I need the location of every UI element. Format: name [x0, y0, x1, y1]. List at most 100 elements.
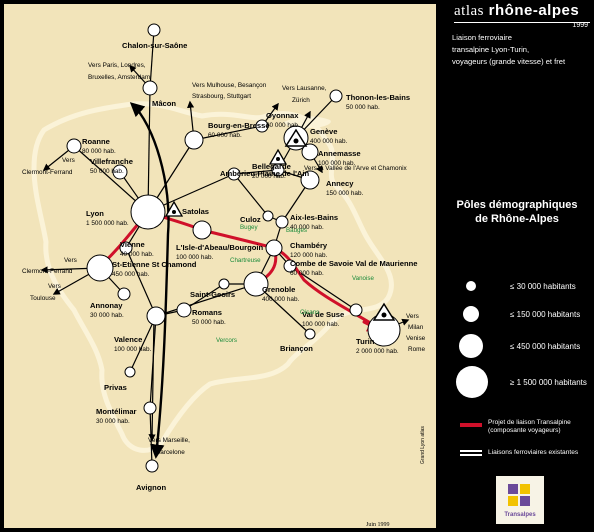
city-label-annonay: Annonay — [90, 301, 123, 310]
city-label-stetienne: St-Etienne St Chamond — [112, 260, 197, 269]
city-dot-vienne — [119, 241, 133, 255]
legend-size-label: ≤ 150 000 habitants — [510, 310, 581, 319]
legend-dot — [466, 281, 476, 291]
legend-size-label: ≤ 30 000 habitants — [510, 282, 576, 291]
city-pop-isle: 100 000 hab. — [176, 254, 214, 261]
city-label-chambery: Chambéry — [290, 241, 328, 250]
legend-title: Pôles démographiques de Rhône-Alpes — [440, 198, 594, 226]
rail-segment — [147, 87, 151, 213]
direction-label: Vers — [62, 157, 75, 164]
tunnel-icon — [164, 200, 184, 217]
city-label-chalon: Chalon-sur-Saône — [122, 41, 187, 50]
city-label-stgeoirs: Saint-Geoirs — [190, 290, 235, 299]
rail-segment — [183, 283, 225, 311]
city-label-aixlesbains: Aix-les-Bains — [290, 213, 338, 222]
city-pop-lyon: 1 500 000 hab. — [86, 220, 129, 227]
region-label: Vanoise — [352, 275, 374, 282]
city-label-macon: Mâcon — [152, 99, 176, 108]
city-pop-romans: 50 000 hab. — [192, 319, 226, 326]
legend-dot — [463, 306, 479, 322]
region-label: Bauges — [286, 227, 307, 234]
city-pop-oyonnax: 30 000 hab. — [266, 122, 300, 129]
direction-label: Rome — [408, 346, 425, 353]
city-label-privas: Privas — [104, 383, 127, 392]
city-pop-montelimar: 30 000 hab. — [96, 418, 130, 425]
city-dot-combe — [283, 259, 297, 273]
city-pop-villefranche: 50 000 hab. — [90, 168, 124, 175]
city-label-turin: Turin — [356, 337, 375, 346]
city-label-thonon: Thonon-les-Bains — [346, 93, 410, 102]
city-pop-combe: 60 000 hab. — [290, 270, 324, 277]
legend-red-line-label: Projet de liaison Transalpine (composant… — [488, 419, 571, 435]
city-dot-romans — [176, 302, 192, 318]
city-dot-stetienne — [86, 254, 114, 282]
legend-dot — [459, 334, 483, 358]
city-pop-valence: 100 000 hab. — [114, 346, 152, 353]
city-pop-valdesuse: 100 000 hab. — [302, 321, 340, 328]
rail-segment — [125, 247, 157, 317]
city-label-roanne: Roanne — [82, 137, 110, 146]
city-pop-vienne: 40 000 hab. — [120, 251, 154, 258]
city-dot-amberieu — [227, 167, 241, 181]
brand-title: atlas rhône-alpes — [454, 2, 579, 20]
city-label-combe: Combe de Savoie Val de Maurienne — [290, 259, 417, 268]
city-label-romans: Romans — [192, 308, 222, 317]
rail-segment — [193, 125, 263, 141]
city-dot-annemasse — [301, 143, 319, 161]
city-dot-annecy — [300, 170, 320, 190]
city-label-vienne: Vienne — [120, 240, 145, 249]
tunnel-icon — [372, 302, 396, 321]
city-dot-culoz — [262, 210, 274, 222]
transalpes-logo: Transalpes — [496, 476, 544, 524]
legend-red-line-sub: (composante voyageurs) — [488, 427, 561, 434]
direction-label: Bruxelles, Amsterdam — [88, 74, 150, 81]
city-label-valdesuse: Val de Suse — [302, 310, 344, 319]
legend-size-3: ≤ 450 000 habitants — [456, 334, 594, 364]
direction-label: Strasbourg, Stuttgart — [192, 93, 251, 100]
direction-labels: Vers Paris, Londres, Bruxelles, Amsterdam… — [22, 62, 426, 456]
credit-text: Grand Lyon atlas — [420, 426, 426, 464]
city-label-bellegarde: Bellegarde — [252, 162, 291, 171]
legend-red-line-text: Projet de liaison Transalpine — [488, 419, 571, 426]
city-label-bourg: Bourg-en-Bresse — [208, 121, 270, 130]
direction-label: Clermont-Ferrand — [22, 169, 73, 176]
city-dot-valence — [146, 306, 166, 326]
city-pop-chambery: 120 000 hab. — [290, 252, 328, 259]
intro-text: Liaison ferroviaire transalpine Lyon-Tur… — [452, 32, 590, 68]
legend-title-line: Pôles démographiques — [456, 199, 578, 211]
direction-label: Vers Mulhouse, Besançon — [192, 82, 267, 89]
tunnel-icon — [268, 148, 288, 165]
city-dot-roanne — [66, 138, 82, 154]
city-label-satolas: Satolas — [182, 207, 209, 216]
city-dot-thonon — [329, 89, 343, 103]
legend-red-line — [460, 423, 482, 427]
city-pop-annecy: 150 000 hab. — [326, 190, 364, 197]
city-dot-privas — [124, 366, 136, 378]
city-label-annemasse: Annemasse — [318, 149, 361, 158]
direction-label: Zürich — [292, 97, 310, 104]
city-pop-turin: 2 000 000 hab. — [356, 348, 399, 355]
city-label-valence: Valence — [114, 335, 142, 344]
city-dot-valdesuse — [349, 303, 363, 317]
legend-size-label: ≤ 450 000 habitants — [510, 342, 581, 351]
direction-label: Vers Paris, Londres, — [88, 62, 146, 69]
city-label-geneve: Genève — [310, 127, 337, 136]
legend-title-line: de Rhône-Alpes — [475, 213, 559, 225]
region-label: Bugey — [240, 224, 258, 231]
city-dot-chambery — [265, 239, 283, 257]
city-label-oyonnax: Oyonnax — [266, 111, 299, 120]
region-label: Vercors — [216, 337, 237, 344]
map-date: Juin 1999 — [366, 522, 390, 528]
direction-label: Vers — [64, 257, 77, 264]
city-markers — [66, 23, 401, 473]
legend-panel: atlas rhône-alpes 1999 Liaison ferroviai… — [440, 0, 594, 532]
region-label: Oisans — [300, 309, 319, 316]
city-pop-aixlesbains: 40 000 hab. — [290, 224, 324, 231]
city-label-culoz: Culoz — [240, 215, 261, 224]
city-label-amberieu: Ambérieu-Plaine de l'Ain — [220, 169, 310, 178]
tunnel-icon — [284, 128, 308, 147]
